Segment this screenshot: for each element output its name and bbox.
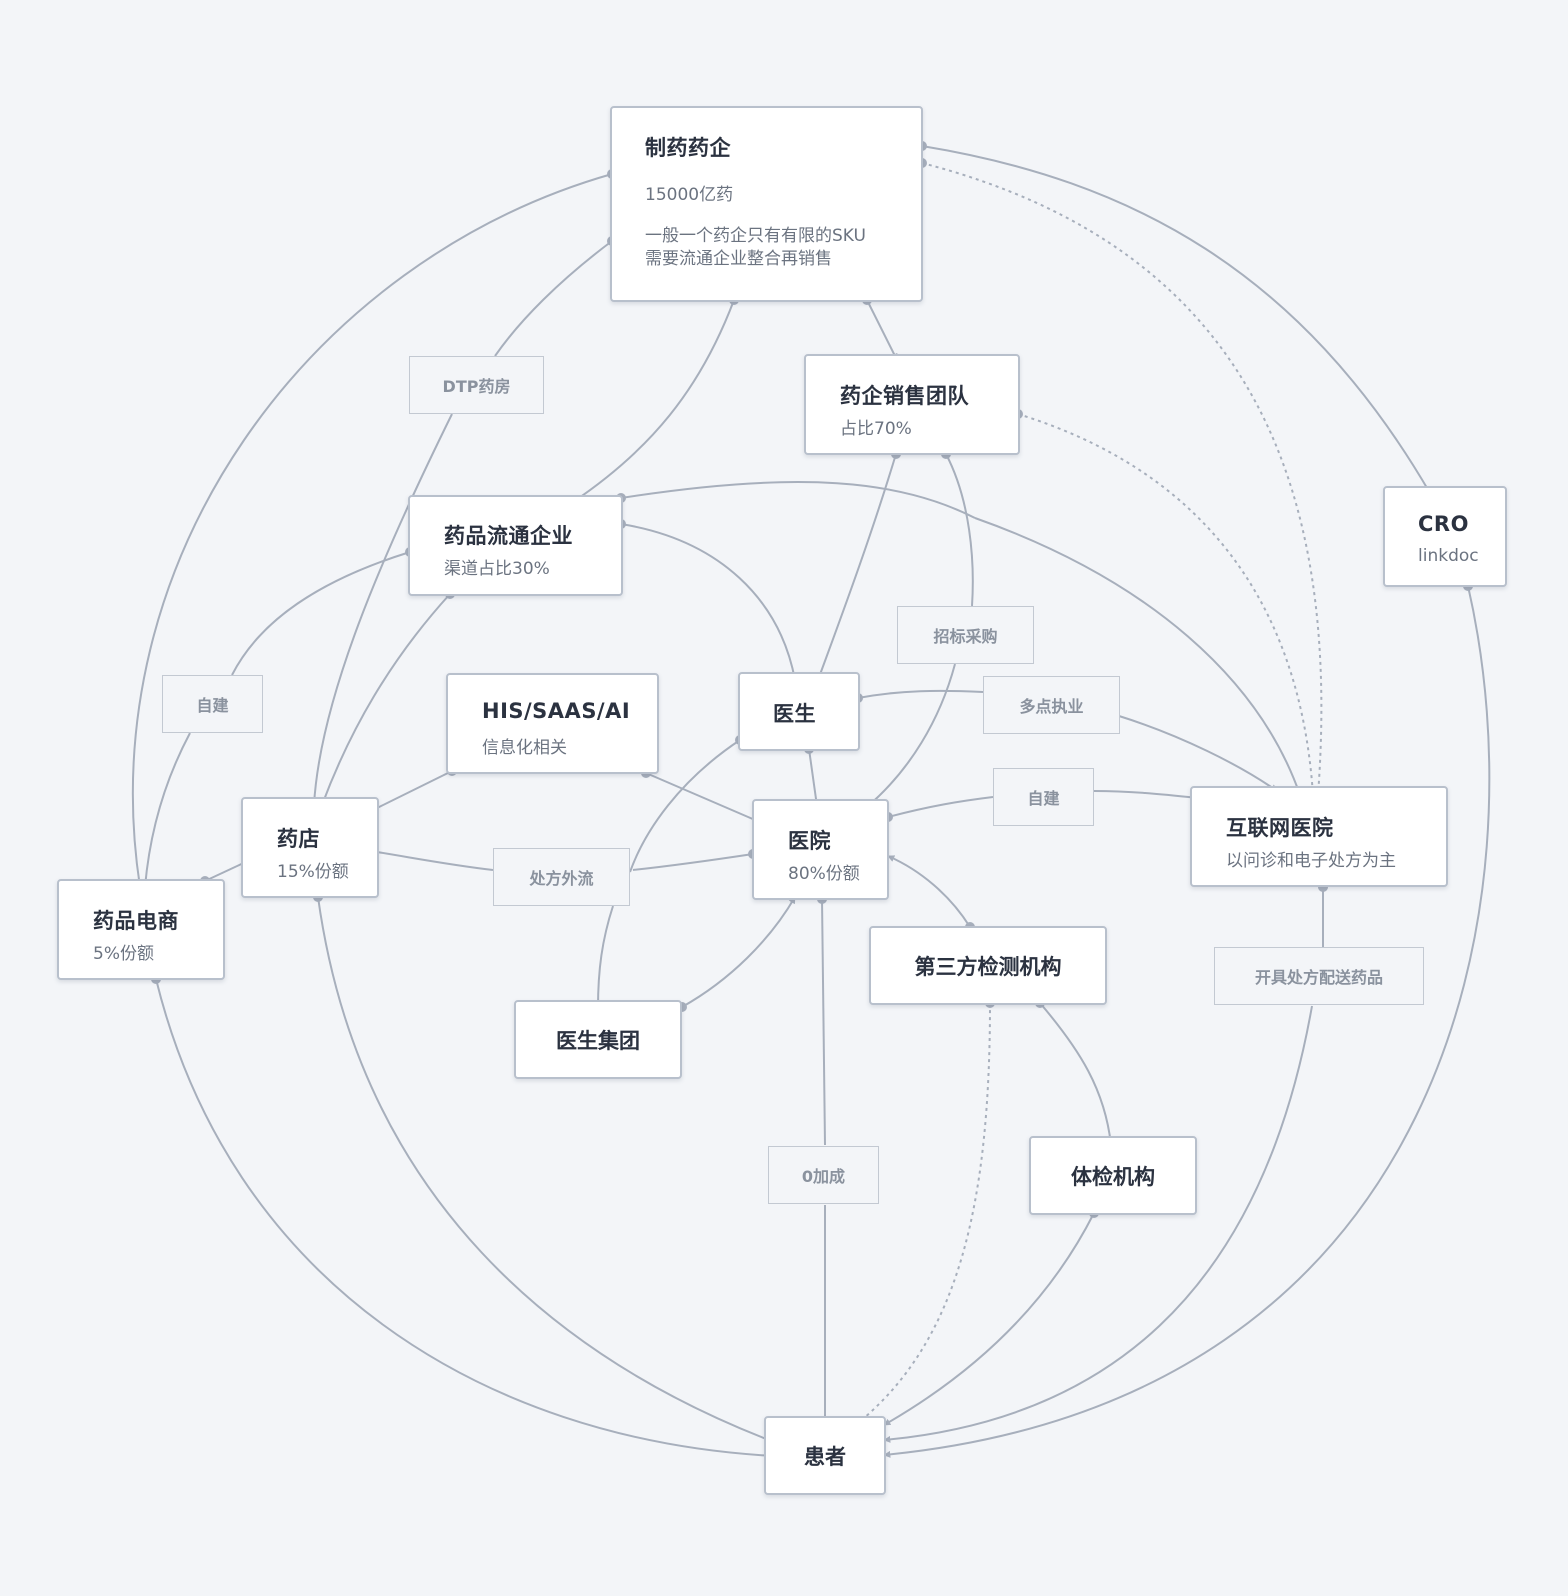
edge-label-bidding: 招标采购 <box>897 606 1034 664</box>
edge-cro-patient <box>883 585 1491 1458</box>
node-hospital-title: 医院 <box>788 829 831 853</box>
edge-thirdparty-hospital <box>887 855 971 928</box>
node-pharma-line2: 一般一个药企只有有限的SKU <box>645 226 866 246</box>
node-ecommerce-title: 药品电商 <box>93 909 179 933</box>
node-sales-team[interactable]: 药企销售团队 占比70% <box>804 354 1020 455</box>
edge-sales-doctor <box>816 453 897 681</box>
edge-hospital-internet <box>887 796 994 818</box>
edge-hospital-patient <box>821 898 826 1146</box>
edge-label-zero-markup: 0加成 <box>768 1146 879 1204</box>
node-sales-team-sub: 占比70% <box>840 419 912 439</box>
node-doctor[interactable]: 医生 <box>738 672 860 751</box>
node-hospital[interactable]: 医院 80%份额 <box>752 799 889 900</box>
edge-sales-hospital-bidding <box>945 453 974 607</box>
node-internet-hospital[interactable]: 互联网医院 以问诊和电子处方为主 <box>1190 786 1448 887</box>
edge-label-self-build-right: 自建 <box>993 768 1094 826</box>
node-pharma-title: 制药药企 <box>645 136 731 160</box>
node-doctor-title: 医生 <box>773 702 816 726</box>
node-sales-team-title: 药企销售团队 <box>840 384 969 408</box>
node-distributor-sub: 渠道占比30% <box>444 559 550 579</box>
node-ecommerce[interactable]: 药品电商 5%份额 <box>57 879 225 980</box>
edge-doctor-internet <box>857 689 984 699</box>
node-pharma-line3: 需要流通企业整合再销售 <box>645 249 832 269</box>
node-hospital-sub: 80%份额 <box>788 864 860 884</box>
node-patient-title: 患者 <box>804 1444 846 1469</box>
edge-distributor-ecommerce <box>231 551 411 676</box>
node-his-title: HIS/SAAS/AI <box>482 699 631 723</box>
edge-distributor-internet <box>620 481 976 519</box>
node-third-party-lab-title: 第三方检测机构 <box>914 954 1062 979</box>
node-doctor-group[interactable]: 医生集团 <box>514 1000 682 1079</box>
edge-distributor-doctor <box>620 523 798 681</box>
edge-pharma-pharmacy-dtp <box>494 240 613 357</box>
edge-doctor-hospital <box>808 748 820 807</box>
edge-thirdparty-checkup <box>1039 1002 1114 1146</box>
edge-doctor-doctorgroup <box>629 739 741 873</box>
node-cro[interactable]: CRO linkdoc <box>1383 486 1507 587</box>
node-pharma[interactable]: 制药药企 15000亿药 一般一个药企只有有限的SKU 需要流通企业整合再销售 <box>610 106 923 302</box>
node-internet-hospital-title: 互联网医院 <box>1226 816 1334 840</box>
node-pharmacy-sub: 15%份额 <box>277 862 349 882</box>
node-checkup-title: 体检机构 <box>1071 1164 1155 1189</box>
node-pharmacy[interactable]: 药店 15%份额 <box>241 797 379 898</box>
edge-distributor-pharmacy <box>320 593 451 806</box>
node-pharma-line1: 15000亿药 <box>645 185 734 205</box>
edge-checkup-patient <box>883 1212 1095 1426</box>
edge-sales-internet-dotted <box>1017 413 1317 796</box>
node-doctor-group-title: 医生集团 <box>556 1028 640 1053</box>
node-cro-sub: linkdoc <box>1418 546 1479 566</box>
edge-label-multi-practice: 多点执业 <box>983 676 1120 734</box>
edge-pharma-distributor <box>572 299 735 503</box>
edge-label-dtp: DTP药房 <box>409 356 544 414</box>
node-his[interactable]: HIS/SAAS/AI 信息化相关 <box>446 673 659 774</box>
edge-pharmacy-patient <box>317 896 775 1444</box>
edge-pharma-ecommerce <box>131 173 613 888</box>
edge-label-prescribe-deliver: 开具处方配送药品 <box>1214 947 1424 1005</box>
edge-doctorgroup-hospital <box>681 896 796 1008</box>
node-third-party-lab[interactable]: 第三方检测机构 <box>869 926 1107 1005</box>
edge-thirdparty-patient-dotted <box>857 1002 991 1424</box>
edge-his-hospital <box>645 772 763 824</box>
node-distributor-title: 药品流通企业 <box>444 524 573 548</box>
node-ecommerce-sub: 5%份额 <box>93 944 154 964</box>
node-internet-hospital-sub: 以问诊和电子处方为主 <box>1226 851 1396 871</box>
edge-pharma-sales <box>866 299 898 361</box>
node-his-sub: 信息化相关 <box>482 738 567 758</box>
edge-label-prescription-outflow: 处方外流 <box>493 848 630 906</box>
edge-his-pharmacy <box>370 770 453 812</box>
edge-pharma-cro <box>921 145 1431 494</box>
node-checkup[interactable]: 体检机构 <box>1029 1136 1197 1215</box>
node-cro-title: CRO <box>1418 512 1469 536</box>
edge-pharma-internet-dotted <box>921 162 1323 796</box>
edge-hospital-pharmacy-outflow <box>632 853 754 871</box>
node-patient[interactable]: 患者 <box>764 1416 886 1495</box>
node-pharmacy-title: 药店 <box>277 827 320 851</box>
edge-ecommerce-patient <box>155 978 775 1460</box>
edge-label-self-build-left: 自建 <box>162 675 263 733</box>
node-distributor[interactable]: 药品流通企业 渠道占比30% <box>408 495 623 596</box>
